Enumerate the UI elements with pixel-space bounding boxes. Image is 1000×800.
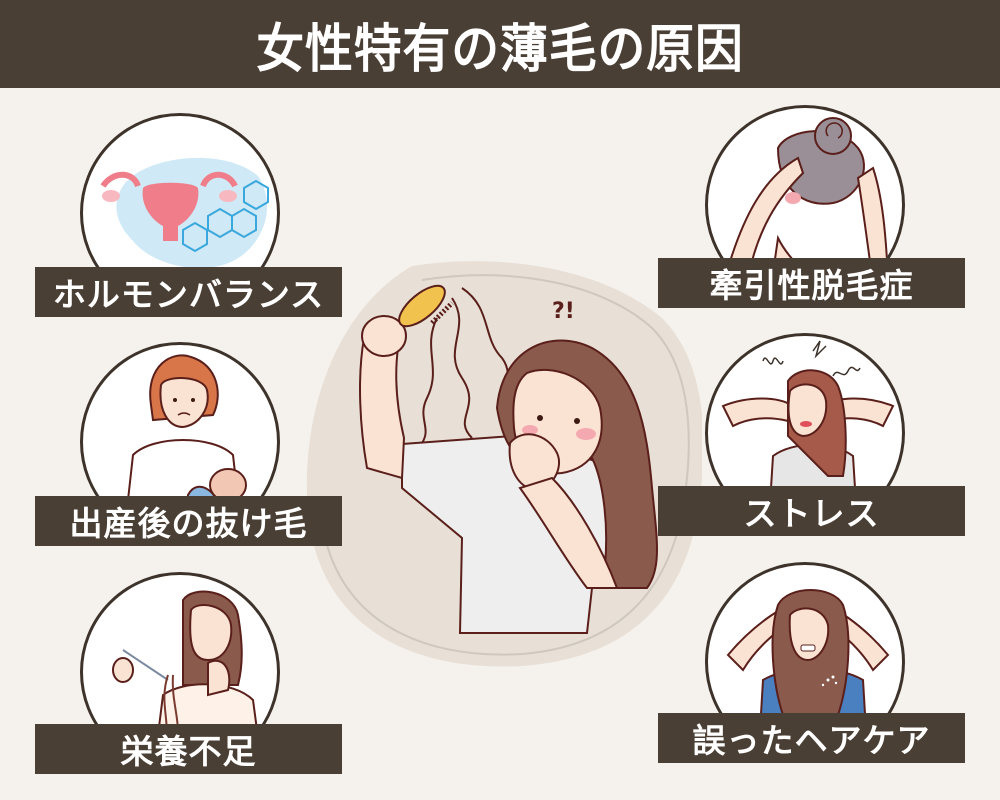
cause-label-haircare: 誤ったヘアケア [658, 713, 965, 763]
cause-label-traction: 牽引性脱毛症 [658, 258, 965, 308]
header-banner: 女性特有の薄毛の原因 [0, 0, 1000, 88]
uterus-molecule-icon [100, 157, 269, 269]
cause-label-stress: ストレス [658, 486, 965, 536]
cause-label-hormone: ホルモンバランス [35, 267, 342, 317]
exclamation-mark: ?! [552, 299, 575, 324]
cause-label-nutrition: 栄養不足 [35, 724, 342, 774]
woman-hair-loss-illustration: ?! [306, 261, 704, 667]
cause-label-postpartum: 出産後の抜け毛 [35, 496, 342, 546]
center-illustration: ?! [302, 258, 704, 668]
page-title: 女性特有の薄毛の原因 [256, 19, 744, 80]
